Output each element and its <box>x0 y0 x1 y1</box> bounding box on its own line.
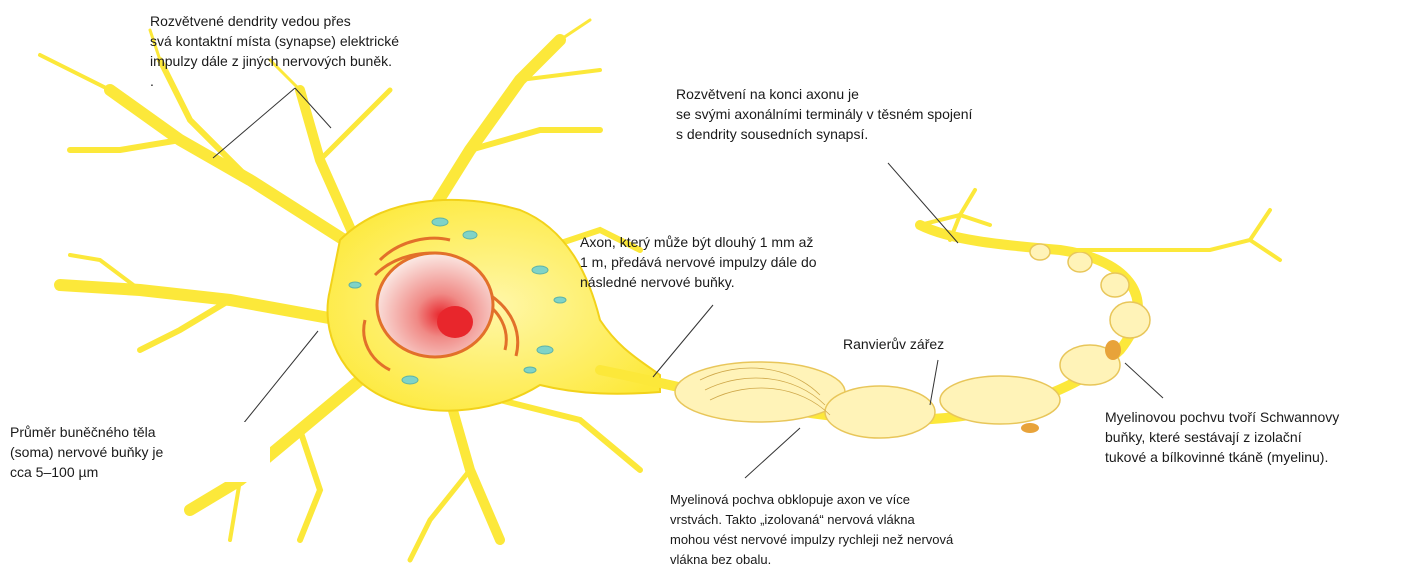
label-myelin-sheath: Myelinová pochva obklopuje axon ve více … <box>670 490 1030 570</box>
label-axon-terminal: Rozvětvení na konci axonu je se svými ax… <box>676 84 1056 144</box>
label-schwann-cells: Myelinovou pochvu tvoří Schwannovy buňky… <box>1105 407 1400 467</box>
label-dendrites: Rozvětvené dendrity vedou přes svá konta… <box>150 11 490 91</box>
label-ranvier-node: Ranvierův zářez <box>843 334 983 354</box>
label-axon: Axon, který může být dlouhý 1 mm až 1 m,… <box>580 232 900 292</box>
label-soma: Průměr buněčného těla (soma) nervové buň… <box>10 422 270 482</box>
axon-terminals <box>920 190 1280 260</box>
nucleolus <box>437 306 473 338</box>
nucleus <box>377 253 493 357</box>
